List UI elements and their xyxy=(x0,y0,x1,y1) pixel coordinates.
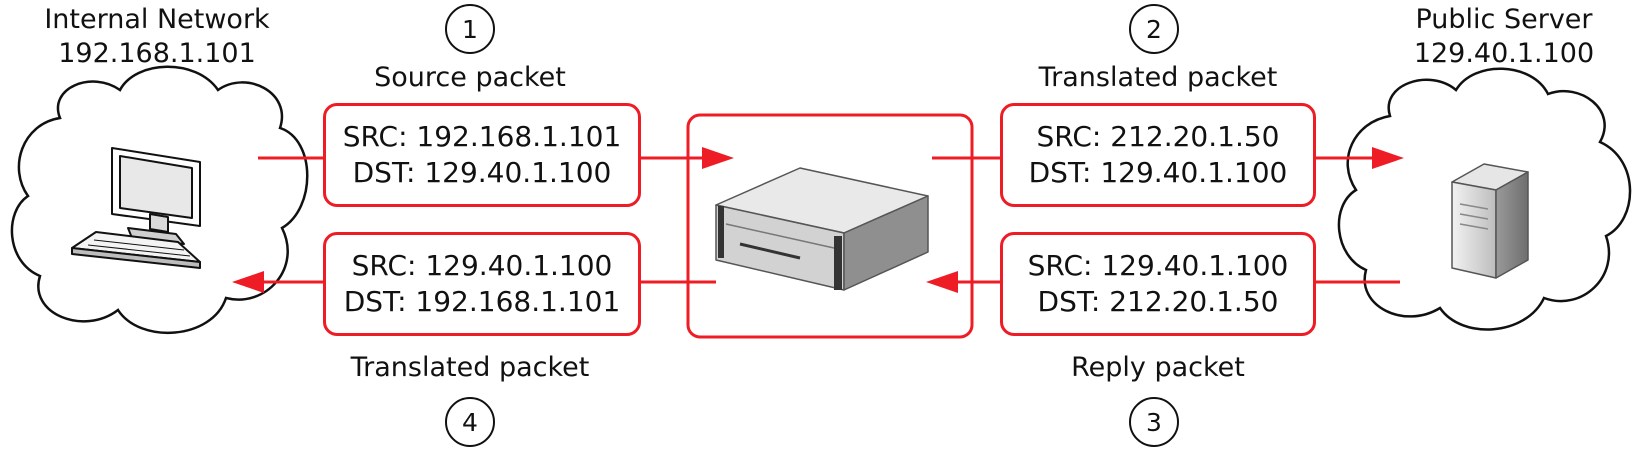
step-1-label: Source packet xyxy=(374,62,566,93)
step-3-dst: DST: 212.20.1.50 xyxy=(1037,285,1279,318)
step-1-dst: DST: 129.40.1.100 xyxy=(352,156,612,189)
step-3-label: Reply packet xyxy=(1071,352,1245,383)
step-1-src: SRC: 192.168.1.101 xyxy=(342,120,622,153)
step-2-number: 2 xyxy=(1129,4,1179,54)
step-4-packet: SRC: 129.40.1.100 DST: 192.168.1.101 xyxy=(323,232,641,336)
arrowhead-left-4 xyxy=(232,271,264,293)
workstation-icon xyxy=(71,147,201,269)
step-2-dst: DST: 129.40.1.100 xyxy=(1028,156,1288,189)
step-2-label: Translated packet xyxy=(1038,62,1278,93)
step-2-packet: SRC: 212.20.1.50 DST: 129.40.1.100 xyxy=(1000,103,1316,207)
step-1-number: 1 xyxy=(445,4,495,54)
flow-lines xyxy=(232,147,1404,293)
arrowhead-right-1 xyxy=(702,147,734,169)
step-2-src: SRC: 212.20.1.50 xyxy=(1036,120,1280,153)
step-3-number: 3 xyxy=(1129,397,1179,447)
left-node-title: Internal Network xyxy=(44,4,270,35)
server-tower-icon xyxy=(1451,163,1529,279)
step-3-src: SRC: 129.40.1.100 xyxy=(1027,249,1289,282)
step-4-label: Translated packet xyxy=(350,352,590,383)
step-4-number: 4 xyxy=(445,397,495,447)
arrowhead-right-2 xyxy=(1372,147,1404,169)
step-4-dst: DST: 192.168.1.101 xyxy=(343,285,621,318)
step-4-src: SRC: 129.40.1.100 xyxy=(351,249,613,282)
left-node-ip: 192.168.1.101 xyxy=(58,38,256,69)
step-3-packet: SRC: 129.40.1.100 DST: 212.20.1.50 xyxy=(1000,232,1316,336)
arrowhead-left-3 xyxy=(926,271,958,293)
right-node-ip: 129.40.1.100 xyxy=(1413,38,1595,69)
step-1-packet: SRC: 192.168.1.101 DST: 129.40.1.100 xyxy=(323,103,641,207)
right-node-title: Public Server xyxy=(1415,4,1593,35)
rack-router-icon xyxy=(715,167,929,291)
